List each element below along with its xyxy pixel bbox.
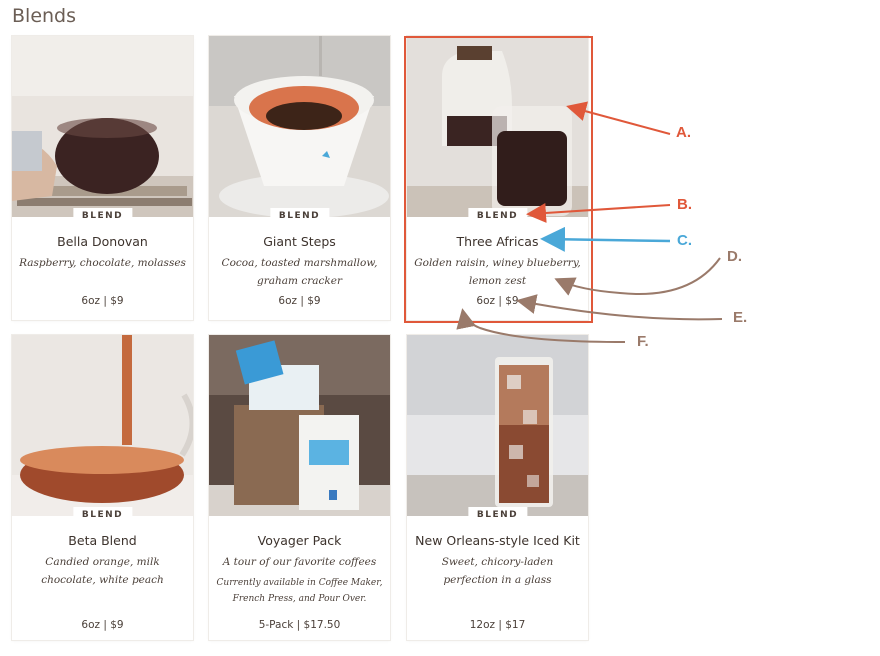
product-name[interactable]: Voyager Pack: [257, 533, 342, 548]
product-card-voyager-pack[interactable]: Voyager Pack A tour of our favorite coff…: [209, 335, 390, 640]
product-description: A tour of our favorite coffees: [222, 556, 377, 568]
product-availability-note: Currently available in Coffee Maker, Fre…: [216, 578, 383, 604]
annotation-label-a: A.: [676, 124, 691, 141]
product-description: Raspberry, chocolate, molasses: [19, 257, 186, 269]
annotation-label-e: E.: [733, 309, 748, 326]
blend-badge: BLEND: [269, 208, 330, 223]
product-card-giant-steps[interactable]: BLEND Giant Steps Cocoa, toasted marshma…: [209, 36, 390, 320]
product-photo[interactable]: [12, 36, 193, 217]
product-price: 12oz | $17: [469, 619, 526, 631]
page-title: Blends: [12, 5, 77, 27]
product-photo[interactable]: [407, 335, 588, 516]
product-card-bella-donovan[interactable]: BLEND Bella Donovan Raspberry, chocolate…: [12, 36, 193, 320]
annotation-label-b: B.: [677, 196, 692, 213]
product-name[interactable]: Bella Donovan: [57, 234, 148, 249]
product-description: Golden raisin, winey blueberry, lemon ze…: [414, 257, 581, 287]
product-card-new-orleans-iced-kit[interactable]: BLEND New Orleans-style Iced Kit Sweet, …: [407, 335, 588, 640]
blend-badge: BLEND: [72, 208, 133, 223]
product-description: Sweet, chicory-laden perfection in a gla…: [441, 556, 554, 586]
product-price: 6oz | $9: [278, 295, 321, 307]
product-price: 6oz | $9: [81, 619, 124, 631]
product-name[interactable]: New Orleans-style Iced Kit: [415, 533, 580, 548]
annotation-label-f: F.: [637, 333, 649, 350]
product-price: 6oz | $9: [81, 295, 124, 307]
product-photo[interactable]: [12, 335, 193, 516]
product-price: 5-Pack | $17.50: [258, 619, 341, 631]
product-name[interactable]: Three Africas: [456, 234, 539, 249]
product-name[interactable]: Beta Blend: [68, 533, 137, 548]
annotation-label-c: C.: [677, 232, 692, 249]
product-photo[interactable]: [209, 36, 390, 217]
blend-badge: BLEND: [72, 507, 133, 522]
highlight-box: [404, 36, 593, 323]
blend-badge: BLEND: [467, 208, 528, 223]
product-description: Cocoa, toasted marshmallow, graham crack…: [221, 257, 378, 287]
blend-badge: BLEND: [467, 507, 528, 522]
annotation-label-d: D.: [727, 248, 742, 265]
product-name[interactable]: Giant Steps: [263, 234, 336, 249]
product-description: Candied orange, milk chocolate, white pe…: [41, 556, 164, 586]
product-photo[interactable]: [209, 335, 390, 516]
product-card-beta-blend[interactable]: BLEND Beta Blend Candied orange, milk ch…: [12, 335, 193, 640]
product-price: 6oz | $9: [476, 295, 519, 307]
